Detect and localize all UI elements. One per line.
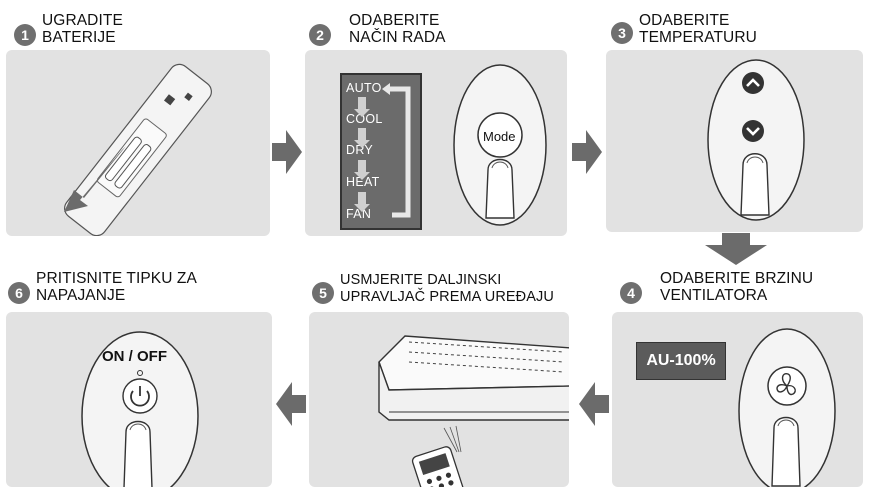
mode-button (477, 112, 523, 158)
step-4-header: 4 ODABERITE BRZINU VENTILATORA (620, 270, 813, 304)
power-button-label: ON / OFF (102, 348, 167, 365)
mode-dry: DRY (346, 143, 374, 157)
chevron-up-icon (742, 72, 764, 94)
step-3-header: 3 ODABERITE TEMPERATURU (611, 12, 757, 46)
step-title: UGRADITE BATERIJE (42, 12, 123, 46)
power-remote-illustration (81, 331, 199, 487)
step-number-badge: 2 (309, 24, 331, 46)
step-6-panel: ON / OFF (6, 312, 272, 487)
step-1-header: 1 UGRADITE BATERIJE (14, 12, 123, 46)
finger-icon (123, 420, 153, 487)
remote-battery-illustration (64, 63, 212, 236)
right-arrow-icon (572, 130, 602, 174)
left-arrow-icon (276, 382, 306, 426)
step-2-header: 2 ODABERITE NAČIN RADA (309, 12, 446, 46)
right-arrow-icon (272, 130, 302, 174)
step-4-panel: AU-100% (612, 312, 863, 487)
step-title: PRITISNITE TIPKU ZA NAPAJANJE (36, 270, 197, 304)
step-3-panel (606, 50, 863, 232)
step-title: ODABERITE NAČIN RADA (349, 12, 446, 46)
finger-icon (771, 416, 801, 487)
mode-fan: FAN (346, 207, 372, 221)
signal-beam-icon (443, 425, 462, 453)
step-number-badge: 1 (14, 24, 36, 46)
step-title: ODABERITE TEMPERATURU (639, 12, 757, 46)
step-5-header: 5 USMJERITE DALJINSKI UPRAVLJAČ PREMA UR… (312, 272, 554, 306)
mode-cool: COOL (346, 112, 383, 126)
step-2-panel: AUTO COOL DRY HEAT FAN Mode (305, 50, 567, 236)
step-title: ODABERITE BRZINU VENTILATORA (660, 270, 814, 304)
step-1-panel (6, 50, 270, 236)
left-arrow-icon (579, 382, 609, 426)
step-6-header: 6 PRITISNITE TIPKU ZA NAPAJANJE (8, 270, 197, 304)
insert-arrow-icon (64, 146, 126, 212)
mode-list-display: AUTO COOL DRY HEAT FAN (340, 73, 422, 230)
air-conditioner-unit (378, 335, 569, 421)
step-title: USMJERITE DALJINSKI UPRAVLJAČ PREMA UREĐ… (340, 272, 554, 305)
step-number-badge: 5 (312, 282, 334, 304)
power-icon (130, 386, 150, 407)
fan-speed-display: AU-100% (636, 342, 726, 380)
mode-cycle-arrows (354, 83, 411, 218)
fan-icon (776, 373, 796, 396)
fan-remote-illustration (738, 328, 836, 487)
step-5-panel (309, 312, 569, 487)
down-arrow-icon (705, 233, 767, 265)
mode-auto: AUTO (346, 81, 382, 95)
step-number-badge: 6 (8, 282, 30, 304)
finger-icon (485, 158, 515, 219)
chevron-down-icon (742, 120, 764, 142)
mode-heat: HEAT (346, 175, 380, 189)
mode-button-label: Mode (483, 129, 516, 144)
step-number-badge: 3 (611, 22, 633, 44)
finger-icon (740, 153, 770, 216)
temperature-remote-illustration (707, 59, 805, 221)
remote-control-icon (411, 446, 468, 487)
step-number-badge: 4 (620, 282, 642, 304)
mode-remote-illustration (453, 64, 547, 226)
aim-remote-illustration (378, 335, 569, 487)
